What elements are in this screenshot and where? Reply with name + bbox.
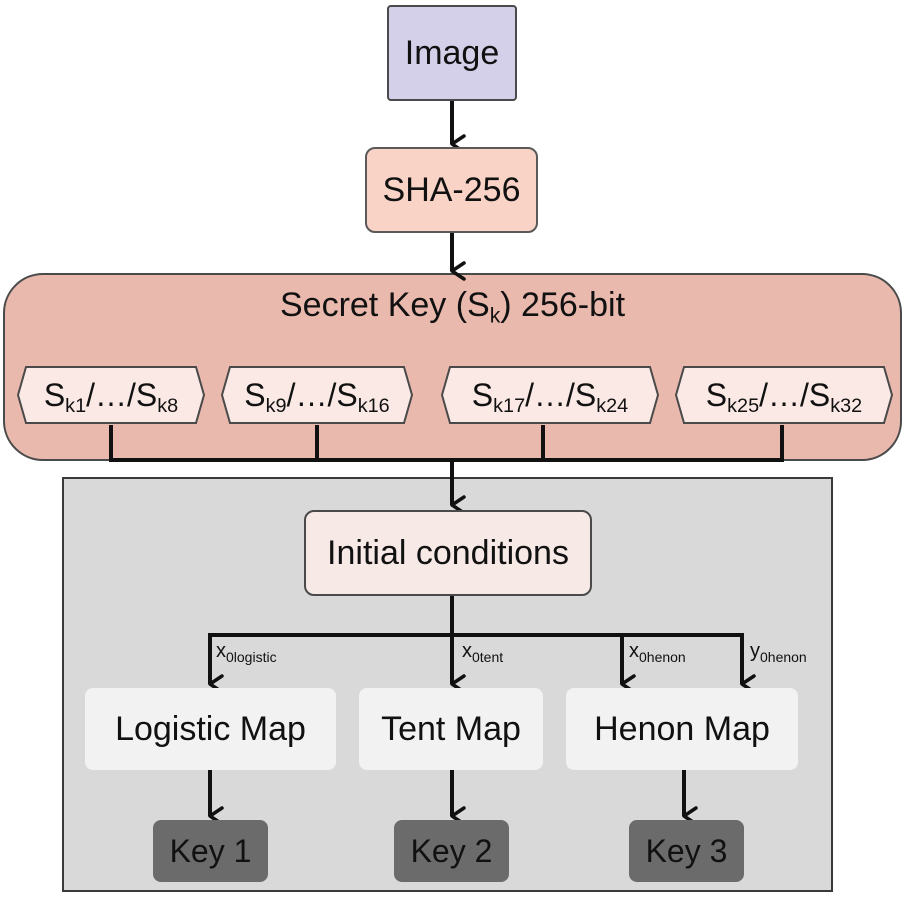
initial-conditions-node: Initial conditions — [304, 510, 592, 596]
slot-3-b-sub: k24 — [596, 394, 629, 417]
slot-3-b: S — [574, 376, 597, 413]
slot-2-b-sub: k16 — [357, 394, 390, 417]
edge-label-x0-henon: x0henon — [629, 640, 686, 665]
sha-256-node: SHA-256 — [365, 147, 538, 233]
edge-label-y0-henon-sub: 0henon — [760, 648, 807, 665]
slot-1-a: S — [43, 376, 66, 413]
slot-2-b: S — [336, 376, 358, 413]
edge-label-x0-logistic: x0logistic — [216, 640, 277, 665]
image-node-label: Image — [404, 33, 500, 72]
secret-key-title: Secret Key (Sk) 256-bit — [0, 286, 905, 328]
logistic-map-label: Logistic Map — [115, 709, 306, 748]
secret-key-title-prefix: Secret Key (S — [279, 286, 490, 324]
slot-1-b-sub: k8 — [157, 394, 179, 417]
slot-1-a-sub: k1 — [65, 394, 87, 417]
key-slot-shape — [440, 366, 660, 424]
slot-4-a: S — [705, 376, 728, 413]
edge-label-x0-henon-sub: 0henon — [639, 648, 686, 665]
key-3-node: Key 3 — [629, 820, 744, 882]
edge-label-x0-tent-base: x — [462, 640, 472, 662]
slot-3-a: S — [471, 376, 494, 413]
slot-3-sep: /…/ — [525, 376, 575, 413]
edge-label-y0-henon-base: y — [750, 640, 760, 662]
key-3-label: Key 3 — [645, 832, 728, 869]
key-slot-2: Sk9/…/Sk16 — [220, 365, 414, 425]
key-slot-shape — [674, 366, 894, 424]
edge-label-y0-henon: y0henon — [750, 640, 807, 665]
slot-2-a-sub: k9 — [265, 394, 287, 417]
key-2-node: Key 2 — [394, 820, 509, 882]
image-node: Image — [387, 5, 517, 101]
initial-conditions-label: Initial conditions — [327, 533, 569, 572]
key-1-node: Key 1 — [153, 820, 268, 882]
slot-3-a-sub: k17 — [493, 394, 526, 417]
slot-2-sep: /…/ — [286, 376, 337, 413]
slot-1-sep: /…/ — [86, 376, 136, 413]
henon-map-node: Henon Map — [566, 688, 798, 770]
edge-label-x0-logistic-base: x — [216, 640, 226, 662]
key-slot-1: Sk1/…/Sk8 — [16, 365, 206, 425]
henon-map-label: Henon Map — [594, 709, 770, 748]
slot-4-a-sub: k25 — [727, 394, 760, 417]
sha-256-node-label: SHA-256 — [382, 170, 521, 209]
tent-map-node: Tent Map — [359, 688, 543, 770]
slot-1-b: S — [135, 376, 158, 413]
edge-label-x0-tent-sub: 0tent — [472, 648, 504, 665]
key-1-label: Key 1 — [169, 832, 252, 869]
key-slot-shape — [16, 366, 206, 424]
key-slot-shape — [220, 366, 414, 424]
secret-key-title-sub: k — [489, 304, 501, 328]
slot-4-sep: /…/ — [759, 376, 809, 413]
key-2-label: Key 2 — [410, 832, 493, 869]
logistic-map-node: Logistic Map — [85, 688, 336, 770]
edge-label-x0-logistic-sub: 0logistic — [226, 648, 277, 665]
secret-key-title-suffix: ) 256-bit — [500, 286, 626, 324]
key-slot-3: Sk17/…/Sk24 — [440, 365, 660, 425]
tent-map-label: Tent Map — [381, 709, 521, 748]
slot-2-a: S — [244, 376, 266, 413]
edge-label-x0-tent: x0tent — [462, 640, 504, 665]
key-slot-4: Sk25/…/Sk32 — [674, 365, 894, 425]
slot-4-b: S — [808, 376, 831, 413]
edge-label-x0-henon-base: x — [629, 640, 639, 662]
slot-4-b-sub: k32 — [830, 394, 863, 417]
